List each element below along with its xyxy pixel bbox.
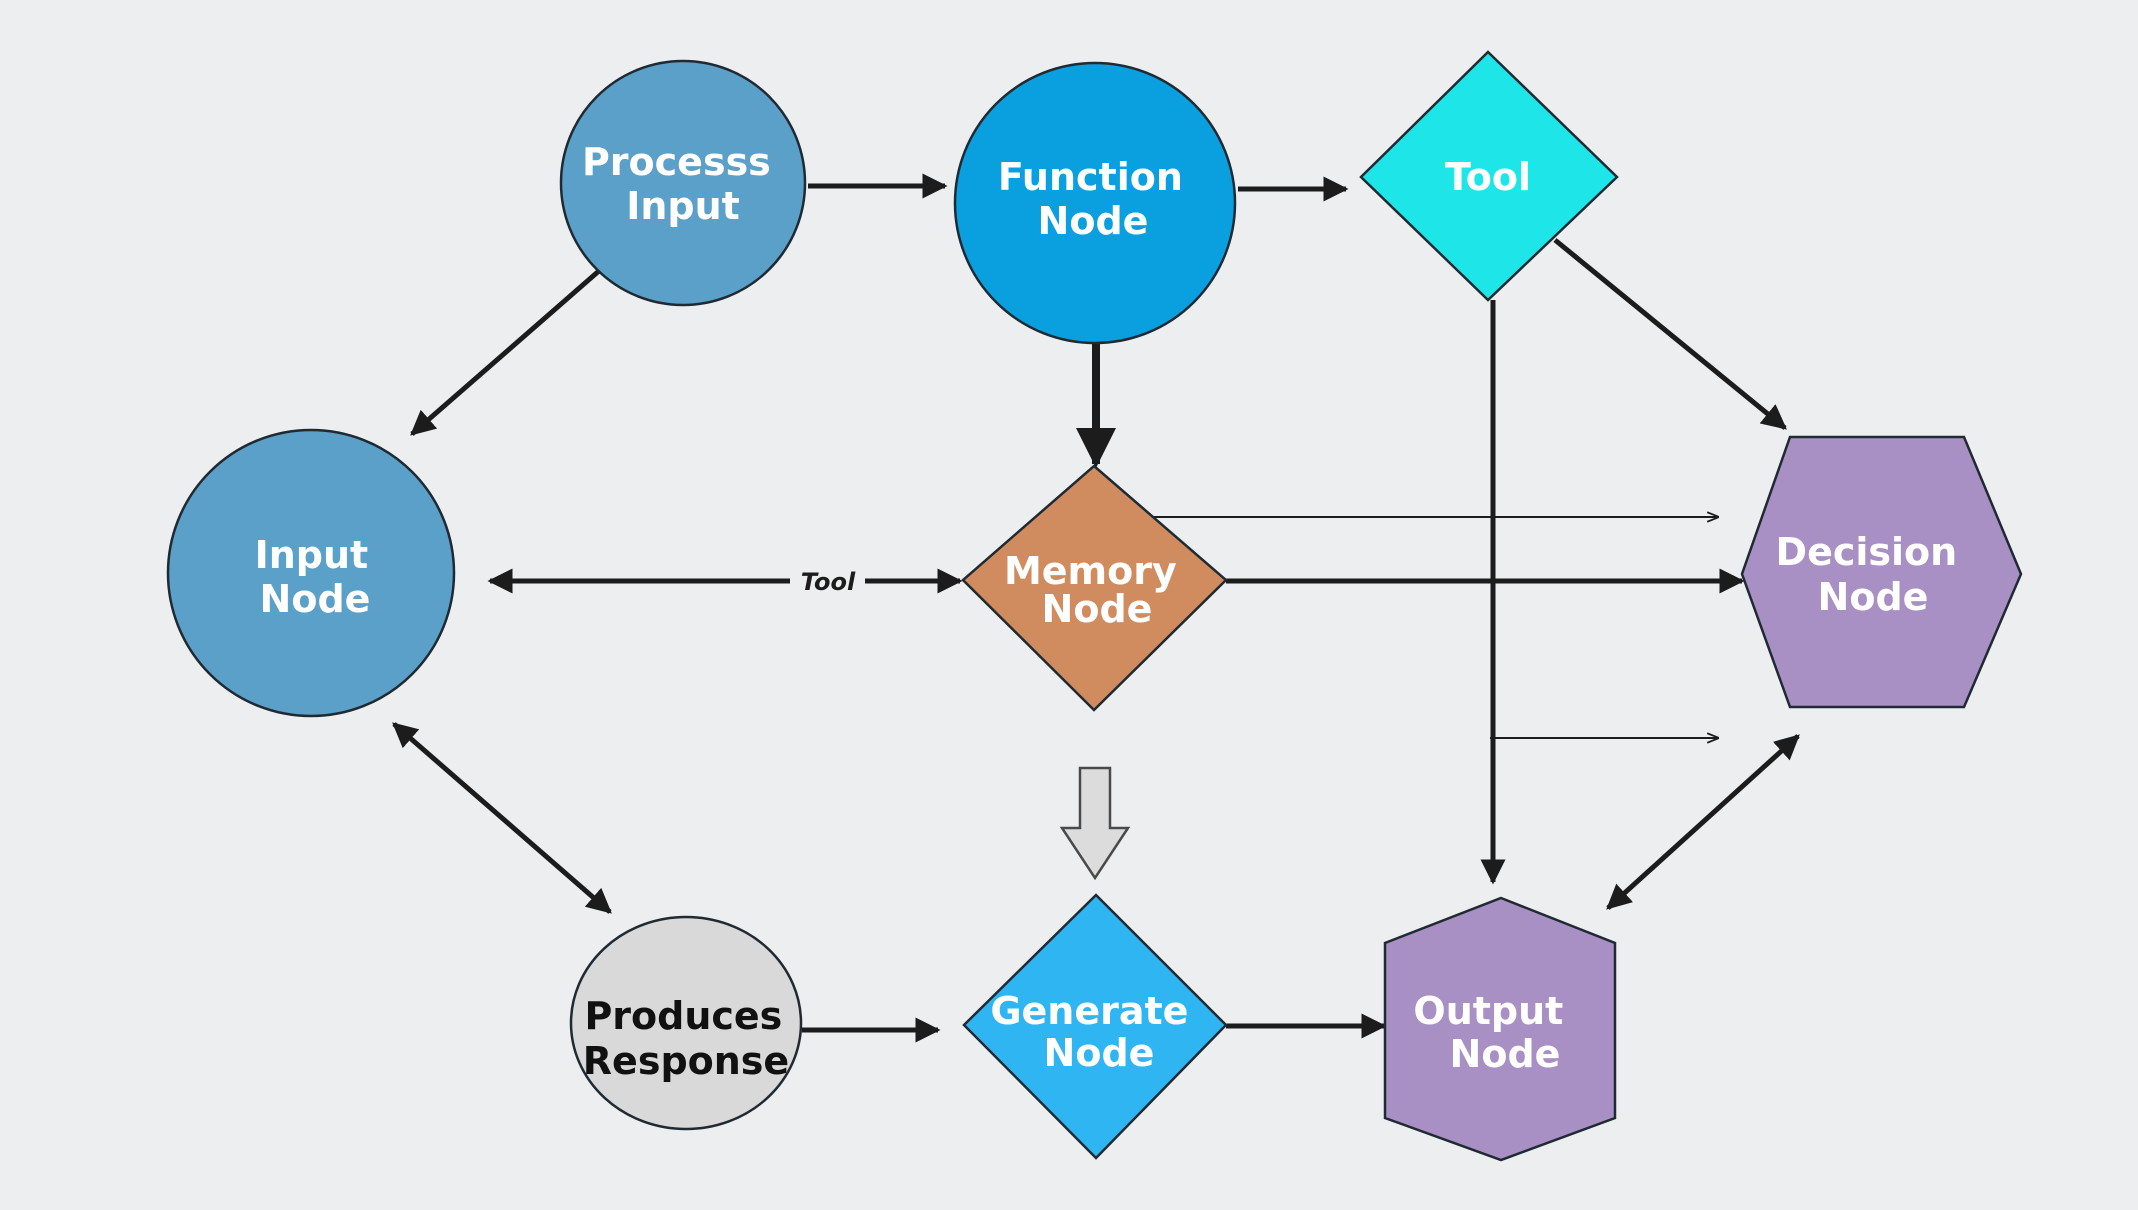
node-decision-shape	[1740, 435, 2023, 709]
node-output-label: Output Node	[1413, 989, 1576, 1076]
node-function-shape	[953, 61, 1237, 345]
edge-label-tool: Tool	[801, 568, 856, 596]
edge-output-decision	[1606, 734, 1800, 910]
node-produces-response[interactable]: Produces Response	[569, 915, 803, 1131]
node-generate[interactable]: Generate Node	[962, 893, 1228, 1160]
node-memory[interactable]: Memory Node	[961, 464, 1228, 712]
node-input-line2: Node	[260, 577, 371, 621]
node-produces-response-shape	[569, 915, 803, 1131]
edge-input-produces	[392, 722, 612, 914]
node-input-line1: Input	[255, 533, 369, 577]
node-function-line2: Node	[1038, 199, 1149, 243]
node-function-label: Function Node	[998, 155, 1196, 243]
node-process-input-shape	[559, 59, 807, 307]
node-generate-label: Generate Node	[990, 989, 1201, 1075]
node-generate-shape	[962, 893, 1228, 1160]
node-input[interactable]: Input Node	[166, 428, 456, 718]
node-output-shape	[1383, 896, 1617, 1162]
edges	[392, 173, 1800, 1043]
node-memory-shape	[961, 464, 1228, 712]
node-process-input-label: Processs Input	[582, 140, 784, 228]
node-tool[interactable]: Tool	[1359, 50, 1619, 302]
node-produces-response-label: Produces Response	[583, 994, 796, 1083]
edge-process-to-input	[410, 268, 602, 436]
hollow-down-arrow	[1059, 766, 1131, 881]
node-produces-response-line1: Produces	[584, 994, 782, 1038]
node-memory-label: Memory Node	[1004, 549, 1190, 631]
node-process-input-line1: Processs	[582, 140, 771, 184]
node-input-shape	[166, 428, 456, 718]
node-output-line1: Output	[1413, 989, 1563, 1033]
node-decision-line1: Decision	[1776, 530, 1958, 574]
node-generate-line2: Node	[1044, 1031, 1155, 1075]
node-decision-label: Decision Node	[1776, 530, 1971, 619]
node-input-label: Input Node	[255, 533, 382, 621]
node-tool-shape	[1359, 50, 1619, 302]
node-output-line2: Node	[1450, 1032, 1561, 1076]
node-process-input-line2: Input	[626, 184, 740, 228]
node-function-line1: Function	[998, 155, 1183, 199]
node-tool-label: Tool	[1445, 155, 1531, 199]
node-process-input[interactable]: Processs Input	[559, 59, 807, 307]
node-decision[interactable]: Decision Node	[1740, 435, 2023, 709]
node-function[interactable]: Function Node	[953, 61, 1237, 345]
node-memory-line2: Node	[1042, 587, 1153, 631]
node-generate-line1: Generate	[990, 989, 1188, 1033]
node-produces-response-line2: Response	[583, 1039, 789, 1083]
node-output[interactable]: Output Node	[1383, 896, 1617, 1162]
edge-tool-to-decision	[1553, 238, 1787, 430]
node-decision-line2: Node	[1818, 575, 1929, 619]
node-tool-line1: Tool	[1445, 155, 1531, 199]
node-memory-line1: Memory	[1004, 549, 1177, 593]
